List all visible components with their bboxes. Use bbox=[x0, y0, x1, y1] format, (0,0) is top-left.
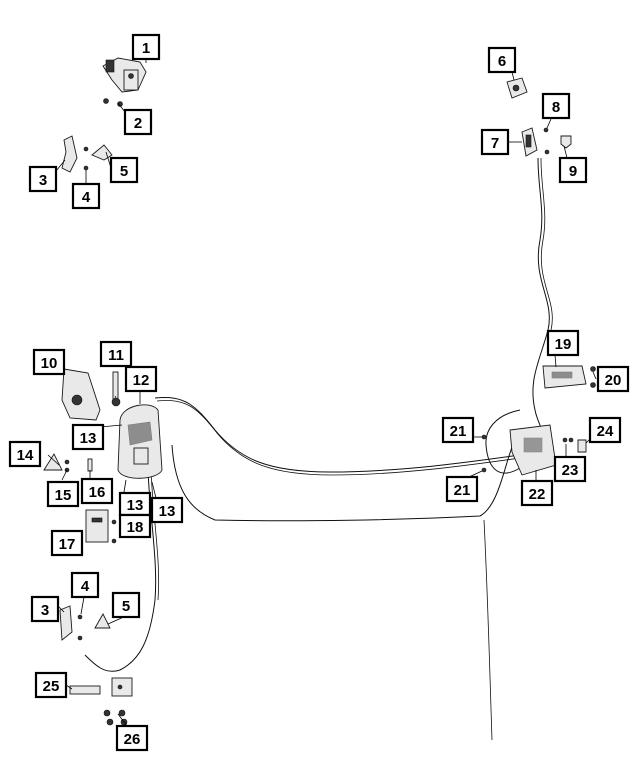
inside-handle-cable-upper bbox=[154, 396, 521, 473]
callout-label: 19 bbox=[555, 336, 572, 353]
callout-label: 15 bbox=[55, 487, 72, 504]
part-18-clips bbox=[111, 519, 117, 544]
callout-10: 10 bbox=[32, 348, 66, 376]
part-5-lower bbox=[94, 613, 111, 629]
callout-25: 25 bbox=[34, 671, 68, 699]
callout-13-c: 13 bbox=[150, 496, 184, 524]
lower-cable bbox=[84, 469, 157, 672]
callout-9: 9 bbox=[558, 156, 588, 184]
callout-21-b: 21 bbox=[445, 475, 479, 503]
callout-14: 14 bbox=[8, 440, 42, 468]
callout-2: 2 bbox=[123, 108, 153, 136]
callout-label: 4 bbox=[81, 578, 90, 595]
callout-5-lower: 5 bbox=[111, 591, 141, 619]
callout-label: 3 bbox=[41, 602, 49, 619]
callout-24: 24 bbox=[588, 416, 622, 444]
callout-label: 4 bbox=[82, 189, 91, 206]
part-1-hinge bbox=[102, 57, 147, 93]
part-26-nuts bbox=[103, 709, 128, 726]
callout-17: 17 bbox=[50, 529, 84, 557]
callout-label: 3 bbox=[39, 172, 47, 189]
callout-label: 17 bbox=[59, 536, 76, 553]
callout-3-upper: 3 bbox=[28, 165, 58, 193]
callout-label: 16 bbox=[89, 484, 106, 501]
callout-label: 2 bbox=[134, 115, 142, 132]
callout-18: 18 bbox=[118, 513, 152, 539]
callout-label: 21 bbox=[450, 423, 467, 440]
callout-label: 18 bbox=[127, 519, 144, 536]
part-25-hinge bbox=[69, 677, 133, 697]
callout-6: 6 bbox=[487, 46, 517, 74]
part-14-handle bbox=[43, 453, 63, 471]
part-16-pin bbox=[87, 458, 93, 472]
part-4-lower bbox=[77, 614, 83, 641]
callout-label: 13 bbox=[159, 503, 176, 520]
part-20-bolts bbox=[590, 366, 596, 388]
callout-21-a: 21 bbox=[441, 416, 475, 444]
part-19-actuator bbox=[542, 365, 587, 389]
part-21-screws bbox=[481, 434, 487, 473]
part-4-upper bbox=[83, 146, 89, 171]
part-6 bbox=[506, 77, 528, 99]
callout-label: 25 bbox=[43, 678, 60, 695]
part-15-screws bbox=[64, 459, 70, 473]
part-8-screw bbox=[543, 127, 550, 155]
callout-1: 1 bbox=[131, 33, 161, 61]
part-2-nuts bbox=[103, 98, 123, 107]
callout-label: 26 bbox=[124, 731, 141, 748]
callout-20: 20 bbox=[596, 365, 630, 393]
callout-label: 11 bbox=[108, 347, 124, 364]
callout-15: 15 bbox=[46, 480, 80, 508]
part-10-bracket bbox=[61, 368, 101, 421]
callout-label: 5 bbox=[122, 598, 130, 615]
part-7-bracket bbox=[521, 127, 538, 157]
part-24-striker bbox=[577, 439, 587, 453]
part-22-latch bbox=[509, 424, 557, 476]
callout-label: 6 bbox=[498, 53, 506, 70]
inside-handle-cable-lower bbox=[171, 439, 516, 522]
callout-label: 5 bbox=[120, 163, 128, 180]
callout-11: 11 bbox=[99, 340, 133, 368]
part-5-upper bbox=[91, 144, 113, 161]
callout-5-upper: 5 bbox=[109, 156, 139, 184]
callout-26: 26 bbox=[115, 724, 149, 752]
callout-label: 24 bbox=[597, 423, 614, 440]
callout-label: 13 bbox=[80, 430, 97, 447]
callout-label: 9 bbox=[569, 163, 577, 180]
callout-label: 7 bbox=[491, 135, 499, 152]
callout-8: 8 bbox=[541, 92, 571, 120]
callout-16: 16 bbox=[80, 477, 114, 505]
upper-latch-cable bbox=[532, 157, 550, 436]
callout-22: 22 bbox=[520, 479, 554, 507]
callout-label: 23 bbox=[562, 462, 579, 479]
callout-label: 10 bbox=[41, 355, 58, 372]
part-3-upper bbox=[61, 135, 78, 173]
part-9-clip bbox=[560, 135, 572, 149]
callout-label: 20 bbox=[605, 372, 622, 389]
part-17-bezel bbox=[85, 509, 109, 543]
callout-13-b: 13 bbox=[118, 491, 152, 517]
callout-4-upper: 4 bbox=[71, 182, 101, 210]
callout-19: 19 bbox=[546, 329, 580, 357]
callout-label: 21 bbox=[454, 482, 471, 499]
callout-13-a: 13 bbox=[71, 423, 105, 451]
part-3-lower bbox=[59, 605, 73, 641]
callout-3-lower: 3 bbox=[30, 595, 60, 623]
callout-label: 14 bbox=[17, 447, 34, 464]
callout-label: 22 bbox=[529, 486, 546, 503]
callout-label: 12 bbox=[133, 372, 150, 389]
cable-assemblies bbox=[84, 157, 553, 741]
callout-23: 23 bbox=[553, 455, 587, 483]
callout-12: 12 bbox=[124, 365, 158, 393]
part-12-handle bbox=[117, 404, 163, 479]
callout-label: 8 bbox=[552, 99, 560, 116]
callout-4-lower: 4 bbox=[70, 571, 100, 599]
part-23-bolts bbox=[562, 437, 574, 443]
callout-label: 1 bbox=[142, 40, 150, 57]
callout-label: 13 bbox=[127, 497, 144, 514]
callout-7: 7 bbox=[480, 128, 510, 156]
part-11-rod bbox=[111, 371, 121, 407]
